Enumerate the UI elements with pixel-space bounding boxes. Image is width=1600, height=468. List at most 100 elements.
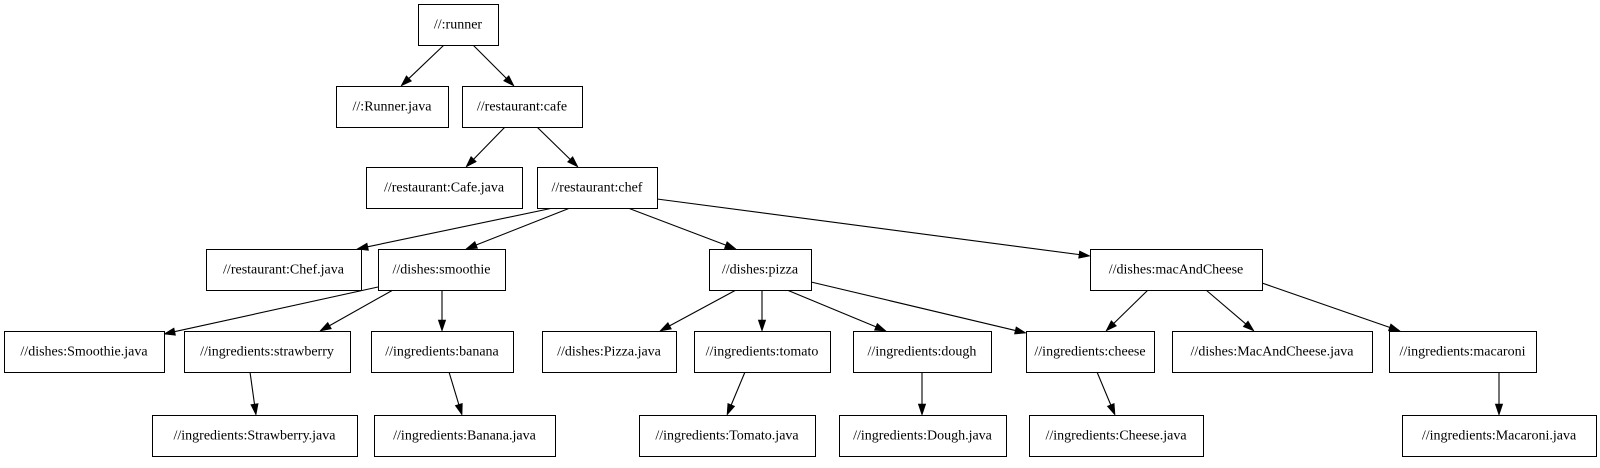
node-label: //dishes:smoothie (393, 263, 491, 278)
node-label: //:Runner.java (353, 100, 433, 115)
node-label: //dishes:macAndCheese (1109, 263, 1244, 278)
edge-restaurant_cafe-to-cafe_java (465, 126, 506, 168)
node-box[interactable] (537, 167, 658, 209)
node-label: //dishes:MacAndCheese.java (1191, 345, 1355, 360)
edge-line (328, 289, 394, 327)
node-box[interactable] (378, 249, 506, 291)
edge-line (249, 371, 256, 406)
edge-arrowhead-icon (726, 402, 736, 416)
graph-node-cheese_java[interactable]: //ingredients:Cheese.java (1029, 415, 1204, 457)
node-box[interactable] (839, 415, 1007, 457)
edge-arrowhead-icon (1106, 402, 1116, 416)
edge-arrowhead-icon (250, 403, 259, 416)
node-box[interactable] (1402, 415, 1597, 457)
graph-node-tomato_java[interactable]: //ingredients:Tomato.java (639, 415, 816, 457)
edge-dishes_pizza-to-pizza_java (659, 289, 737, 332)
edge-restaurant_chef-to-chef_java (356, 207, 554, 251)
node-label: //ingredients:Dough.java (853, 429, 993, 444)
graph-node-dishes_smoothie[interactable]: //dishes:smoothie (378, 249, 506, 291)
edge-line (448, 371, 460, 407)
node-label: //:runner (434, 18, 483, 33)
graph-node-cafe_java[interactable]: //restaurant:Cafe.java (366, 167, 523, 209)
node-label: //restaurant:cafe (477, 100, 567, 115)
graph-node-macandchs_java[interactable]: //dishes:MacAndCheese.java (1172, 331, 1373, 373)
edge-ing_strawberry-to-strawberry_java (249, 371, 259, 416)
edge-arrowhead-icon (465, 241, 479, 250)
edge-dishes_smoothie-to-ing_strawberry (319, 289, 394, 332)
graph-node-ing_banana[interactable]: //ingredients:banana (371, 331, 514, 373)
node-box[interactable] (366, 167, 523, 209)
node-box[interactable] (1026, 331, 1155, 373)
node-box[interactable] (1090, 249, 1263, 291)
node-label: //restaurant:Cafe.java (384, 181, 505, 196)
graph-node-ing_tomato[interactable]: //ingredients:tomato (694, 331, 831, 373)
node-label: //dishes:Pizza.java (557, 345, 662, 360)
edge-restaurant_cafe-to-restaurant_chef (536, 126, 579, 168)
graph-node-pizza_java[interactable]: //dishes:Pizza.java (542, 331, 677, 373)
graph-node-ing_strawberry[interactable]: //ingredients:strawberry (184, 331, 351, 373)
node-label: //ingredients:macaroni (1400, 345, 1526, 360)
edge-line (472, 44, 508, 80)
edge-arrowhead-icon (503, 75, 515, 87)
node-box[interactable] (374, 415, 556, 457)
edge-line (786, 289, 878, 328)
graph-node-macaroni_java[interactable]: //ingredients:Macaroni.java (1402, 415, 1597, 457)
node-box[interactable] (152, 415, 358, 457)
edge-line (668, 289, 737, 327)
edge-ing_cheese-to-cheese_java (1096, 371, 1116, 416)
edge-arrowhead-icon (1387, 323, 1401, 332)
node-box[interactable] (542, 331, 677, 373)
edge-arrowhead-icon (356, 242, 369, 251)
node-box[interactable] (206, 249, 362, 291)
graph-node-runner_java[interactable]: //:Runner.java (336, 86, 449, 128)
edge-line (1112, 289, 1149, 325)
node-box[interactable] (1029, 415, 1204, 457)
node-box[interactable] (709, 249, 812, 291)
graph-node-dishes_macandchs[interactable]: //dishes:macAndCheese (1090, 249, 1263, 291)
node-box[interactable] (694, 331, 831, 373)
node-box[interactable] (639, 415, 816, 457)
node-box[interactable] (336, 86, 449, 128)
node-box[interactable] (4, 331, 165, 373)
graph-node-ing_macaroni[interactable]: //ingredients:macaroni (1389, 331, 1537, 373)
edge-ing_dough-to-dough_java (917, 372, 927, 416)
graph-node-restaurant_cafe[interactable]: //restaurant:cafe (462, 86, 583, 128)
graph-node-dishes_pizza[interactable]: //dishes:pizza (709, 249, 812, 291)
edge-arrowhead-icon (1105, 320, 1117, 332)
edge-line (627, 207, 728, 247)
edge-dishes_macandchs-to-ing_cheese (1105, 289, 1149, 332)
node-box[interactable] (1172, 331, 1373, 373)
graph-node-ing_cheese[interactable]: //ingredients:cheese (1026, 331, 1155, 373)
graph-node-runner[interactable]: //:runner (418, 4, 499, 46)
graph-node-ing_dough[interactable]: //ingredients:dough (853, 331, 992, 373)
edge-arrowhead-icon (454, 402, 463, 416)
edges-layer (163, 44, 1504, 416)
edge-dishes_smoothie-to-smoothie_java (163, 286, 379, 336)
node-box[interactable] (371, 331, 514, 373)
edge-dishes_macandchs-to-macandchs_java (1205, 289, 1255, 332)
node-label: //dishes:Smoothie.java (20, 345, 148, 360)
edge-arrowhead-icon (873, 322, 887, 332)
graph-node-restaurant_chef[interactable]: //restaurant:chef (537, 167, 658, 209)
graph-node-strawberry_java[interactable]: //ingredients:Strawberry.java (152, 415, 358, 457)
node-box[interactable] (418, 4, 499, 46)
node-label: //ingredients:Banana.java (393, 429, 536, 444)
edge-line (656, 198, 1081, 256)
node-box[interactable] (1389, 331, 1537, 373)
graph-node-smoothie_java[interactable]: //dishes:Smoothie.java (4, 331, 165, 373)
node-box[interactable] (462, 86, 583, 128)
node-label: //ingredients:Strawberry.java (174, 429, 337, 444)
graph-node-chef_java[interactable]: //restaurant:Chef.java (206, 249, 362, 291)
edge-line (1261, 282, 1392, 329)
edge-arrowhead-icon (1014, 326, 1027, 335)
graph-node-banana_java[interactable]: //ingredients:Banana.java (374, 415, 556, 457)
node-box[interactable] (853, 331, 992, 373)
edge-ing_tomato-to-tomato_java (726, 371, 746, 416)
nodes-layer: //:runner //:Runner.java //restaurant:cafe… (4, 4, 1597, 457)
graph-node-dough_java[interactable]: //ingredients:Dough.java (839, 415, 1007, 457)
edge-dishes_pizza-to-ing_dough (786, 289, 887, 332)
node-box[interactable] (184, 331, 351, 373)
node-label: //restaurant:chef (552, 181, 643, 196)
edge-arrowhead-icon (917, 403, 927, 416)
